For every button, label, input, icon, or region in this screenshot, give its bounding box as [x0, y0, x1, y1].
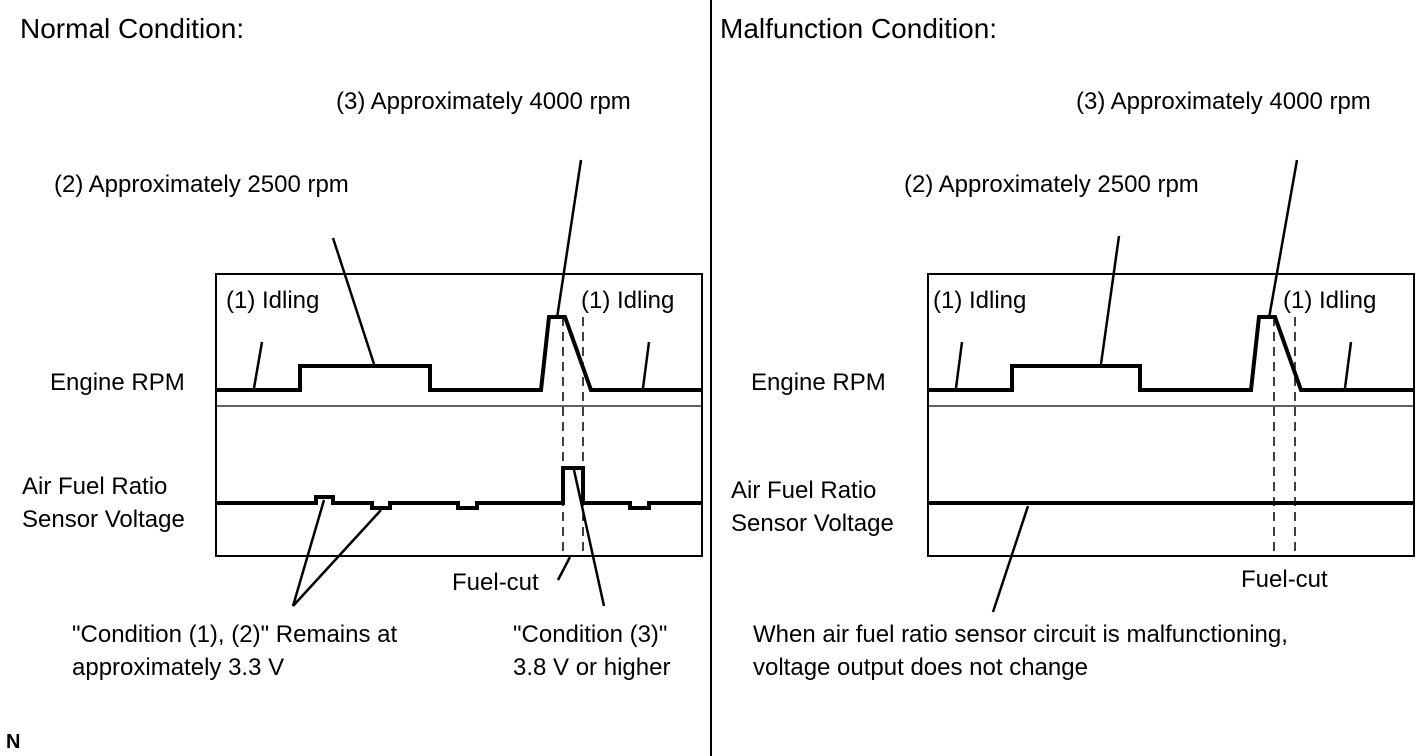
malfunction-label-2500rpm: (2) Approximately 2500 rpm — [904, 171, 1199, 198]
normal-idling-right-label: (1) Idling — [581, 287, 674, 314]
normal-afr-voltage-trace — [216, 466, 702, 510]
normal-leader-idling-right — [641, 341, 651, 389]
malfunction-idling-right-label: (1) Idling — [1283, 287, 1376, 314]
normal-cond3-line1: "Condition (3)" — [513, 621, 667, 648]
normal-cond12-line2: approximately 3.3 V — [72, 654, 284, 681]
malfunction-leader-note — [991, 505, 1030, 613]
malfunction-leader-2500rpm — [1099, 235, 1121, 365]
malfunction-title: Malfunction Condition: — [720, 13, 997, 44]
malfunction-note-line1: When air fuel ratio sensor circuit is ma… — [753, 621, 1288, 648]
normal-fuelcut-label: Fuel-cut — [452, 569, 539, 596]
malfunction-fuelcut-label: Fuel-cut — [1241, 566, 1328, 593]
normal-condition-panel: Normal Condition: (3) Approximately 4000… — [20, 13, 703, 681]
malfunction-leader-4000rpm — [1267, 159, 1299, 319]
figure-code: N — [6, 731, 20, 753]
malfunction-afr-label-line1: Air Fuel Ratio — [731, 477, 876, 504]
normal-title: Normal Condition: — [20, 13, 244, 44]
normal-engine-rpm-trace — [216, 315, 702, 392]
normal-leader-cond3 — [572, 469, 606, 607]
normal-cond12-line1: "Condition (1), (2)" Remains at — [72, 621, 397, 648]
malfunction-label-4000rpm: (3) Approximately 4000 rpm — [1076, 88, 1371, 115]
normal-label-2500rpm: (2) Approximately 2500 rpm — [54, 171, 349, 198]
normal-cond3-line2: 3.8 V or higher — [513, 654, 670, 681]
normal-label-4000rpm: (3) Approximately 4000 rpm — [336, 88, 631, 115]
normal-leader-fuelcut — [556, 556, 572, 581]
normal-afr-label-line2: Sensor Voltage — [22, 506, 185, 533]
normal-idling-left-label: (1) Idling — [226, 287, 319, 314]
normal-leader-2500rpm — [331, 237, 376, 365]
normal-afr-label-line1: Air Fuel Ratio — [22, 473, 167, 500]
normal-leader-4000rpm — [555, 159, 583, 319]
malfunction-engine-rpm-label: Engine RPM — [751, 369, 886, 396]
malfunction-leader-idling-left — [954, 341, 964, 389]
malfunction-chart-frame — [927, 273, 1415, 557]
malfunction-condition-panel: Malfunction Condition: (3) Approximately… — [720, 13, 1415, 681]
normal-leader-idling-left — [252, 341, 264, 389]
malfunction-afr-label-line2: Sensor Voltage — [731, 510, 894, 537]
malfunction-engine-rpm-trace — [928, 315, 1414, 392]
normal-leader-cond-b — [292, 509, 382, 607]
normal-leader-cond-a — [291, 499, 326, 607]
malfunction-leader-idling-right — [1343, 341, 1353, 389]
malfunction-idling-left-label: (1) Idling — [933, 287, 1026, 314]
malfunction-note-line2: voltage output does not change — [753, 654, 1088, 681]
normal-engine-rpm-label: Engine RPM — [50, 369, 185, 396]
normal-chart-frame — [215, 273, 703, 557]
